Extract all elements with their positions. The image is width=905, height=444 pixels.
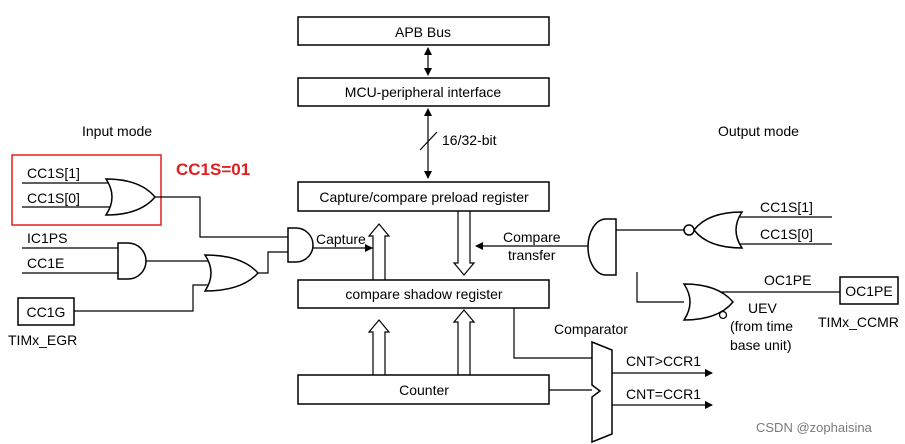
shadow-register-label: compare shadow register bbox=[345, 286, 503, 302]
bus-width-label: 16/32-bit bbox=[442, 132, 497, 148]
counter-label: Counter bbox=[399, 382, 449, 398]
input-cc1s1-label: CC1S[1] bbox=[27, 165, 80, 181]
transfer-and-gate bbox=[587, 218, 617, 276]
apb-bus-label: APB Bus bbox=[395, 24, 451, 40]
uev-input-bubble bbox=[718, 310, 728, 320]
comparator-label: Comparator bbox=[554, 321, 628, 337]
cc1s-highlight-box bbox=[11, 154, 162, 226]
mcu-interface-block: MCU-peripheral interface bbox=[297, 77, 550, 107]
cc1e-label: CC1E bbox=[27, 255, 64, 271]
oc1pe-box-label: OC1PE bbox=[845, 283, 892, 299]
preload-register-block: Capture/compare preload register bbox=[297, 181, 550, 212]
shadow-to-comparator-line bbox=[513, 308, 592, 359]
preload-to-shadow-arrow bbox=[452, 211, 476, 276]
input-or-gate bbox=[104, 178, 156, 216]
watermark: CSDN @zophaisina bbox=[756, 420, 873, 435]
nor-inversion-bubble bbox=[683, 224, 695, 236]
output-or-gate bbox=[682, 283, 734, 321]
output-cc1s0-label: CC1S[0] bbox=[760, 226, 813, 242]
output-nor-gate bbox=[693, 211, 744, 249]
uev-label-2: (from time bbox=[730, 318, 793, 334]
counter-block: Counter bbox=[297, 374, 550, 405]
counter-to-shadow-arrow-left bbox=[367, 319, 391, 375]
uev-label-3: base unit) bbox=[730, 337, 791, 353]
oc1pe-box bbox=[839, 276, 899, 305]
mcu-interface-label: MCU-peripheral interface bbox=[345, 84, 502, 100]
cc1s-annotation: CC1S=01 bbox=[176, 160, 250, 179]
compare-transfer-label-1: Compare bbox=[503, 229, 561, 245]
apb-bus-block: APB Bus bbox=[297, 16, 550, 46]
bus-width-slash bbox=[419, 131, 438, 151]
input-cc1s0-label: CC1S[0] bbox=[27, 190, 80, 206]
cc1g-label: CC1G bbox=[27, 304, 66, 320]
compare-transfer-label-2: transfer bbox=[508, 247, 556, 263]
ic1ps-label: IC1PS bbox=[27, 230, 67, 246]
cnt-eq-ccr1-label: CNT=CCR1 bbox=[626, 386, 701, 402]
shadow-to-preload-arrow bbox=[367, 223, 391, 280]
timx-egr-label: TIMx_EGR bbox=[8, 332, 77, 348]
cnt-gt-ccr1-label: CNT>CCR1 bbox=[626, 353, 701, 369]
output-mode-heading: Output mode bbox=[718, 123, 799, 139]
oc1pe-line-label: OC1PE bbox=[764, 272, 811, 288]
input-and-gate-1 bbox=[117, 242, 147, 280]
capture-and-gate bbox=[287, 227, 314, 263]
input-or-gate-2 bbox=[203, 254, 260, 292]
counter-to-shadow-arrow-right bbox=[452, 309, 476, 375]
input-mode-heading: Input mode bbox=[82, 123, 152, 139]
shadow-register-block: compare shadow register bbox=[297, 279, 550, 309]
uev-label-1: UEV bbox=[748, 300, 777, 316]
output-cc1s1-label: CC1S[1] bbox=[760, 199, 813, 215]
comparator-shape bbox=[591, 340, 613, 444]
timx-ccmr-label: TIMx_CCMR bbox=[818, 314, 899, 330]
capture-label: Capture bbox=[316, 231, 366, 247]
preload-register-label: Capture/compare preload register bbox=[319, 189, 529, 205]
